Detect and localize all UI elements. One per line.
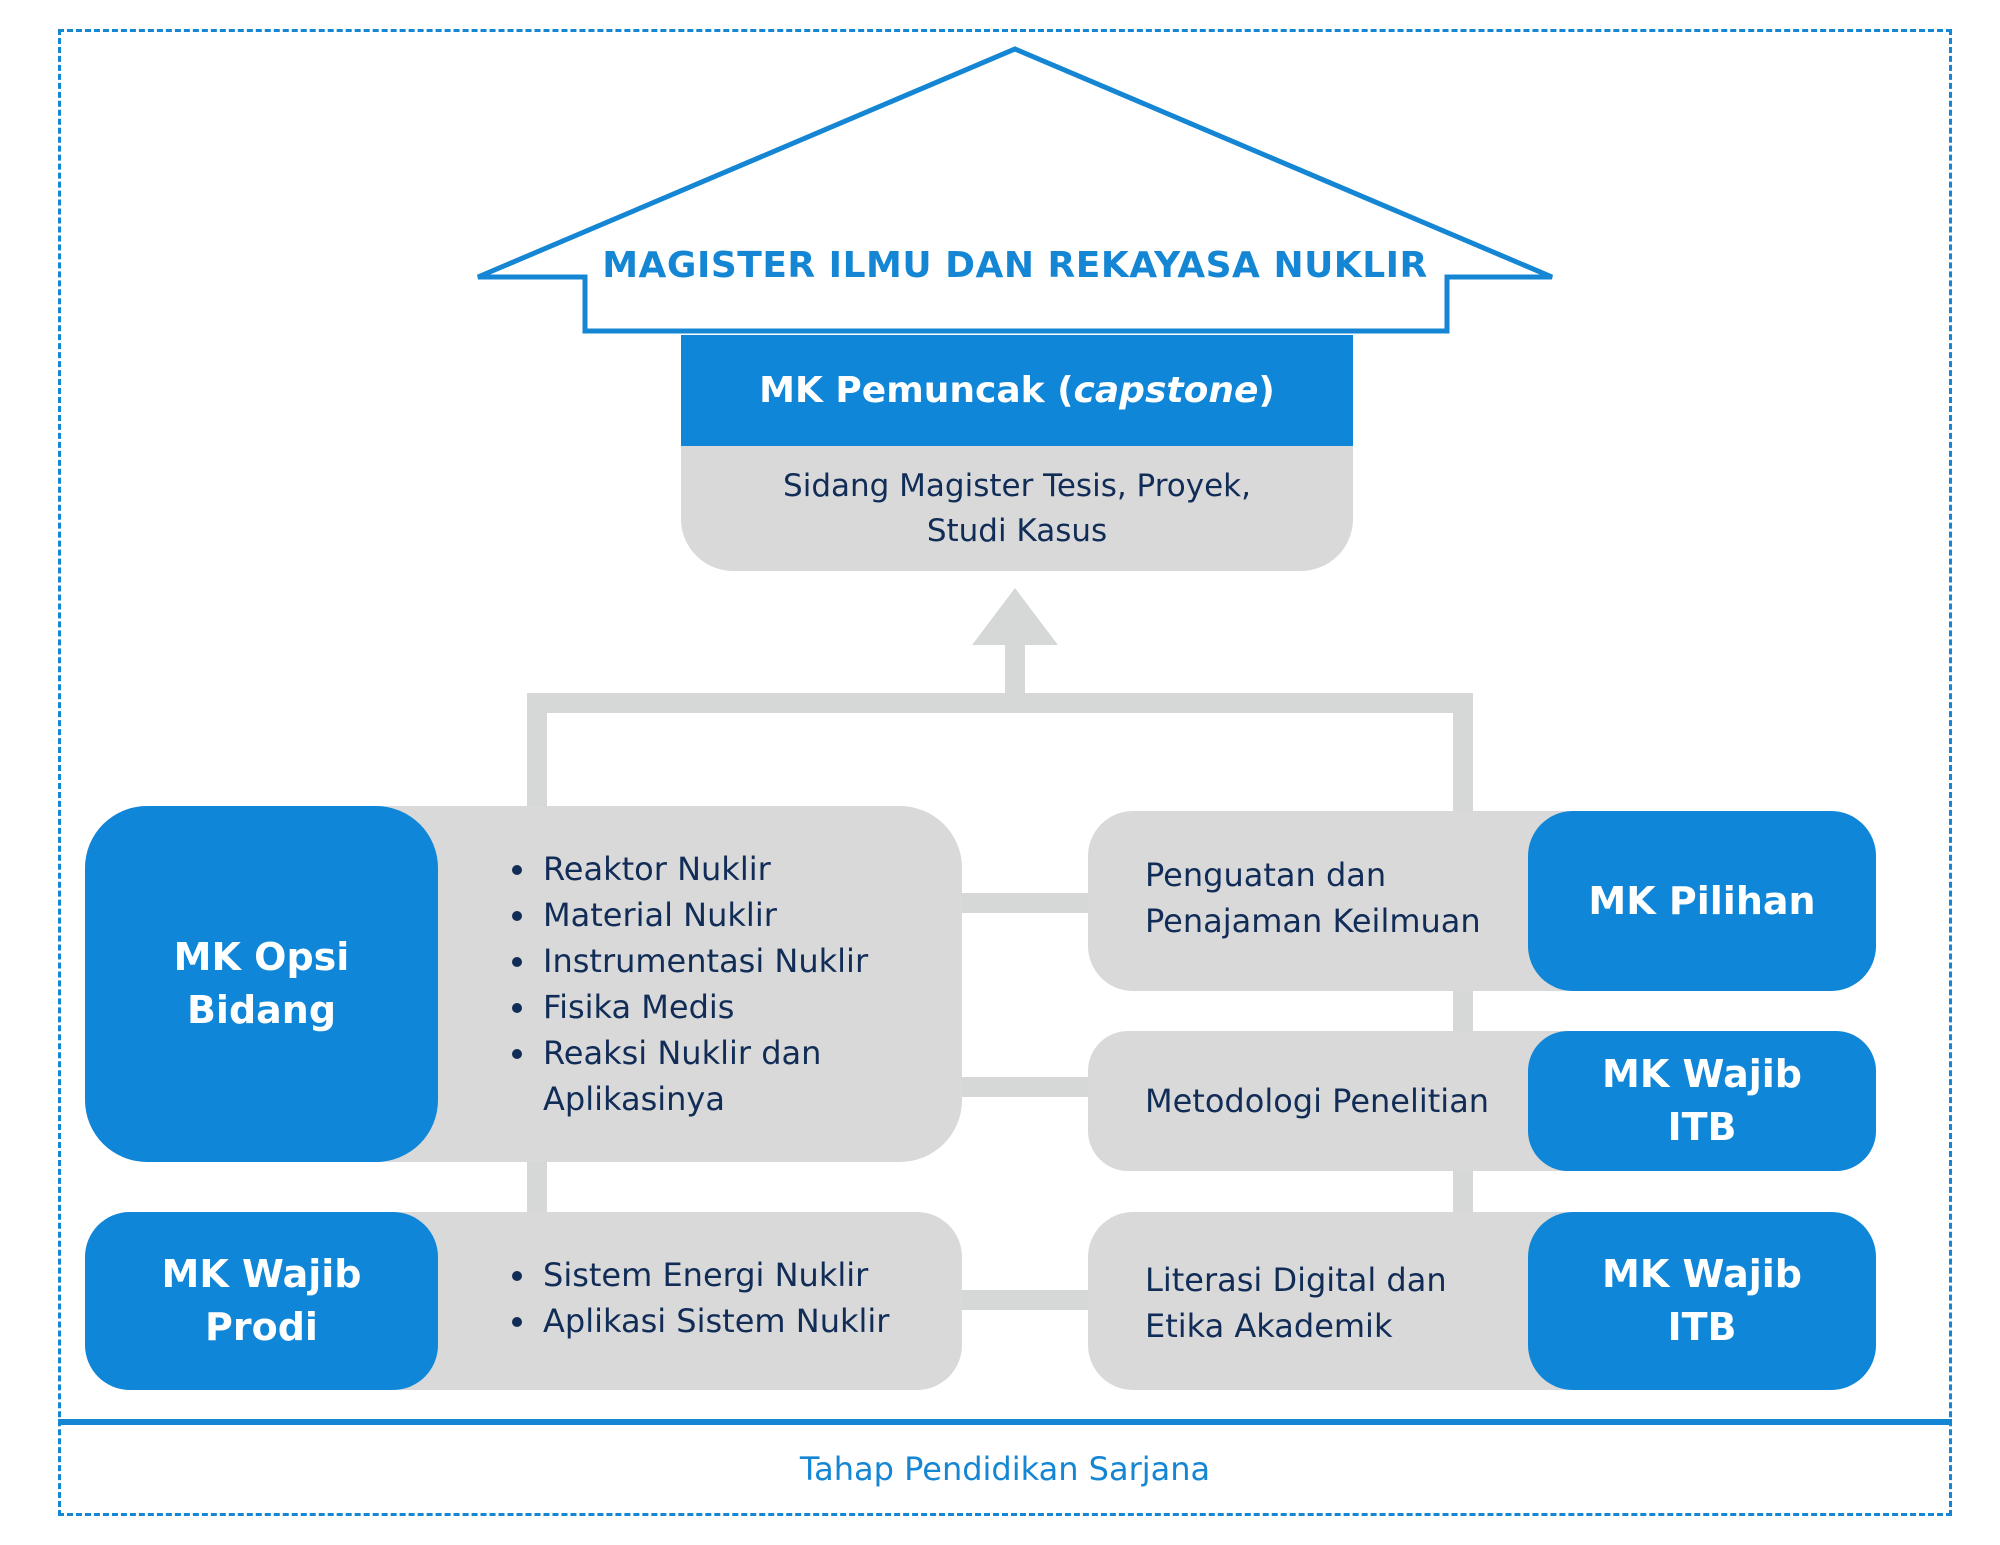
list-item: Aplikasi Sistem Nuklir xyxy=(539,1298,959,1344)
foundation-label: Tahap Pendidikan Sarjana xyxy=(799,1450,1211,1488)
wajib-prodi-label: MK Wajib Prodi xyxy=(85,1212,438,1390)
pilihan-label: MK Pilihan xyxy=(1528,811,1876,991)
capstone-header-italic: capstone xyxy=(1073,370,1259,411)
wajib-itb-label: MK Wajib ITB xyxy=(1528,1031,1876,1171)
literasi-description: Literasi Digital dan Etika Akademik xyxy=(1145,1261,1447,1345)
list-item: Instrumentasi Nuklir xyxy=(539,938,959,984)
capstone-header-close: ) xyxy=(1258,370,1275,411)
list-item: Fisika Medis xyxy=(539,984,959,1030)
list-item: Material Nuklir xyxy=(539,892,959,938)
list-item: Reaktor Nuklir xyxy=(539,846,959,892)
capstone-header: MK Pemuncak (capstone) xyxy=(681,335,1353,446)
wajib-prodi-label-text: MK Wajib Prodi xyxy=(161,1252,362,1349)
wajib-itb-label-2: MK Wajib ITB xyxy=(1528,1212,1876,1390)
program-title: MAGISTER ILMU DAN REKAYASA NUKLIR xyxy=(602,245,1428,286)
roof-shape xyxy=(477,46,1553,334)
connector-top-horizontal xyxy=(527,693,1473,713)
capstone-description: Sidang Magister Tesis, Proyek, Studi Kas… xyxy=(783,467,1251,549)
arrow-up-icon xyxy=(972,588,1058,645)
opsi-bidang-label: MK Opsi Bidang xyxy=(85,806,438,1162)
capstone-body: Sidang Magister Tesis, Proyek, Studi Kas… xyxy=(681,446,1353,571)
wajib-itb-label-2-text: MK Wajib ITB xyxy=(1602,1252,1802,1349)
wajib-itb-label-text: MK Wajib ITB xyxy=(1602,1052,1802,1149)
opsi-bidang-label-text: MK Opsi Bidang xyxy=(173,935,350,1032)
wajib-prodi-list: Sistem Energi Nuklir Aplikasi Sistem Nuk… xyxy=(499,1252,959,1344)
connector-arrow-stem xyxy=(1005,640,1025,705)
opsi-bidang-list: Reaktor Nuklir Material Nuklir Instrumen… xyxy=(499,846,959,1122)
connector-row3 xyxy=(950,1290,1090,1310)
foundation-line xyxy=(58,1419,1952,1425)
list-item: Reaksi Nuklir dan Aplikasinya xyxy=(539,1030,959,1122)
metodologi-description: Metodologi Penelitian xyxy=(1145,1082,1490,1120)
connector-row2 xyxy=(950,1077,1090,1097)
outer-dashed-frame xyxy=(58,29,1952,1516)
pilihan-label-text: MK Pilihan xyxy=(1588,878,1816,923)
capstone-header-main: MK Pemuncak ( xyxy=(759,370,1074,411)
pilihan-description: Penguatan dan Penajaman Keilmuan xyxy=(1145,856,1481,940)
list-item: Sistem Energi Nuklir xyxy=(539,1252,959,1298)
connector-row1 xyxy=(950,893,1090,913)
